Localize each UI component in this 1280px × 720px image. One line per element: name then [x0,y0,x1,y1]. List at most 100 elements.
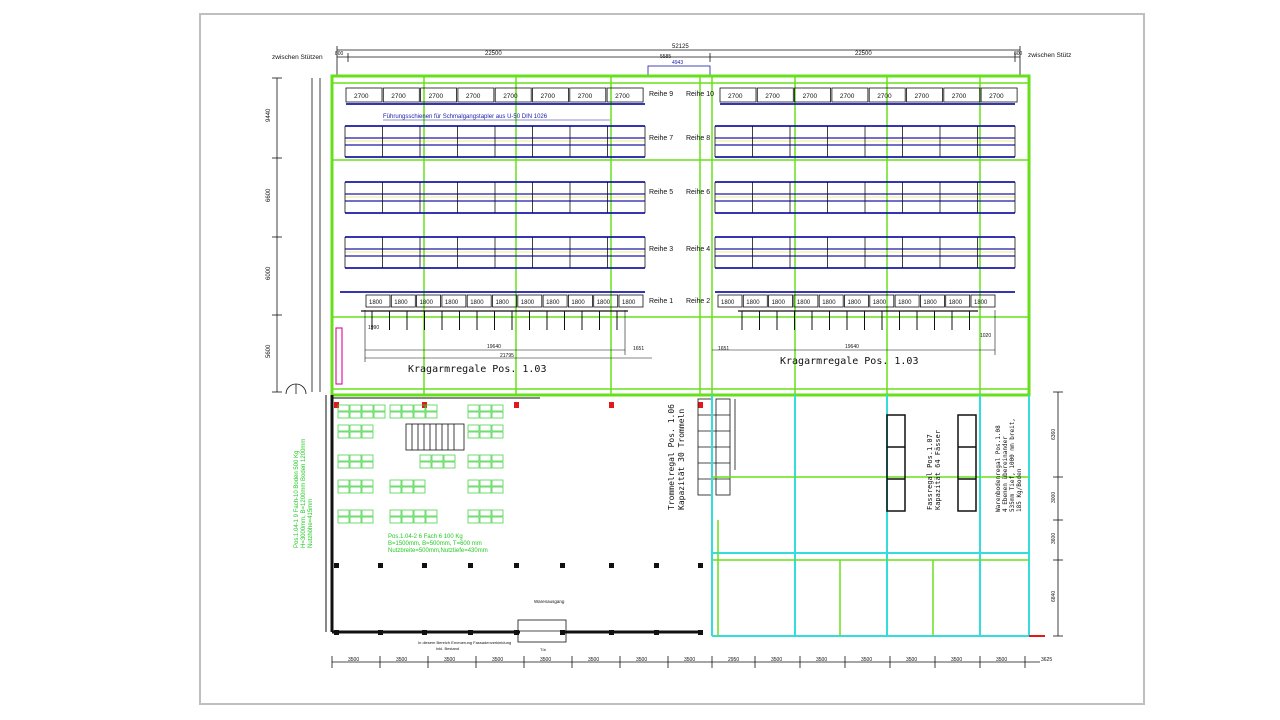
shelf-bay [413,486,426,494]
right-dim-2: 3000 [1051,492,1057,503]
shelf-bay [337,424,350,432]
left-dimension-chain [272,77,321,393]
header-left-label: zwischen Stützen [272,54,323,61]
rack-row-block [714,236,1016,269]
building-column [560,630,565,635]
cantilever-left-label: Kragarmregale Pos. 1.03 [408,364,546,375]
bottom-cell [920,294,945,308]
bottom-cell-label: 1800 [470,300,484,306]
building-column [609,563,614,568]
shelf-bay [479,516,492,524]
bottom-cell [945,294,971,308]
top-cell [719,87,757,103]
row-label-2: Reihe 2 [686,298,710,305]
building-column [560,563,565,568]
shelf-bay [389,516,402,524]
shelf-bay [479,454,492,462]
entry-door [285,383,307,395]
drum-rack [697,398,736,496]
right-dim-1: 6360 [1051,429,1057,440]
guide-rail-note: Führungsschienen für Schmalgangstapler a… [383,114,548,120]
bottom-cell-label: 1800 [496,300,510,306]
right-dim-4: 6840 [1051,591,1057,602]
row-label-6: Reihe 6 [686,189,710,196]
bottom-dim-label: 3500 [348,657,359,663]
cant-small-right: 1651 [718,346,729,352]
header-mid-sub: 4943 [672,60,683,66]
shelf-bay [401,479,414,487]
drum-rack-label: Trommelregal Pos. 1.06Kapazität 30 Tromm… [667,404,686,510]
shelf-bay [361,486,374,494]
top-cell [756,87,794,103]
shelf-bay [389,509,402,517]
top-cell [569,87,607,103]
bottom-cell [365,294,391,308]
shelving-area-green [337,404,504,524]
bottom-dim-label: 3500 [861,657,872,663]
bottom-cell-label: 1800 [949,300,963,306]
building-column [468,563,473,568]
shelf-bay [479,461,492,469]
gitterbox-rack-label: Warenbodenregal Pos.1.084 Ebenen überein… [995,418,1023,512]
shelf-bay [413,516,426,524]
bottom-dim-label: 3500 [396,657,407,663]
building-column [468,630,473,635]
shelf-bay [349,486,362,494]
rack-row-block [714,181,1016,214]
bottom-cell [441,294,467,308]
bottom-cell [717,294,743,308]
bottom-cell-label: 1800 [898,300,912,306]
shelf-bay [401,411,414,419]
shelf-bay [491,479,504,487]
top-cell-label: 2700 [578,93,593,100]
shelf-bay [349,431,362,439]
shelf-bay [413,479,426,487]
top-cell-label: 2700 [503,93,518,100]
shelf-bay [467,431,480,439]
shelf-bay [361,509,374,517]
bottom-cell-label: 1800 [546,300,560,306]
header-mid-dim: 5585 [660,54,671,60]
bottom-cell [768,294,793,308]
top-cell [532,87,569,103]
bottom-cell-label: 1800 [772,300,786,306]
shelf-bay [361,404,374,412]
bottom-dim-label: 3500 [996,657,1007,663]
building-column [334,563,339,568]
shelf-bay [389,411,402,419]
shelf-bay [349,509,362,517]
bottom-cell-label: 1800 [369,300,383,306]
shelf-bay [467,454,480,462]
bottom-dim-label: 3500 [588,657,599,663]
shelf-bay [425,411,438,419]
right-dim-3: 3600 [1051,533,1057,544]
cant-left-dim: 19640 [487,344,501,350]
building-column [514,630,519,635]
header-half-left: 22500 [485,51,502,57]
bottom-dim-label: 3625 [1041,657,1052,663]
bottom-cell [390,294,416,308]
header-half-right: 22500 [855,51,872,57]
building-column [698,630,703,635]
bottom-cell [542,294,568,308]
header-right-label: zwischen Stütz [1028,52,1071,59]
lower-building-left [325,395,700,634]
building-column [654,630,659,635]
column-marker [514,402,519,408]
building-columns [334,402,703,635]
row-label-4: Reihe 4 [686,246,710,253]
shelf-bay [361,461,374,469]
top-cell-label: 2700 [915,93,930,100]
bottom-dim-label: 2950 [728,657,739,663]
rack-rows [344,125,1016,269]
row-label-7: Reihe 7 [649,135,673,142]
goods-out-label: Warenausgang [534,599,565,604]
shelf-bay [337,509,350,517]
shelf-bay [389,479,402,487]
top-cell-label: 2700 [877,93,892,100]
bottom-cell-label: 1800 [974,300,988,306]
bottom-cell-label: 1800 [622,300,636,306]
shelf-bay [467,411,480,419]
shelf-bay [349,461,362,469]
